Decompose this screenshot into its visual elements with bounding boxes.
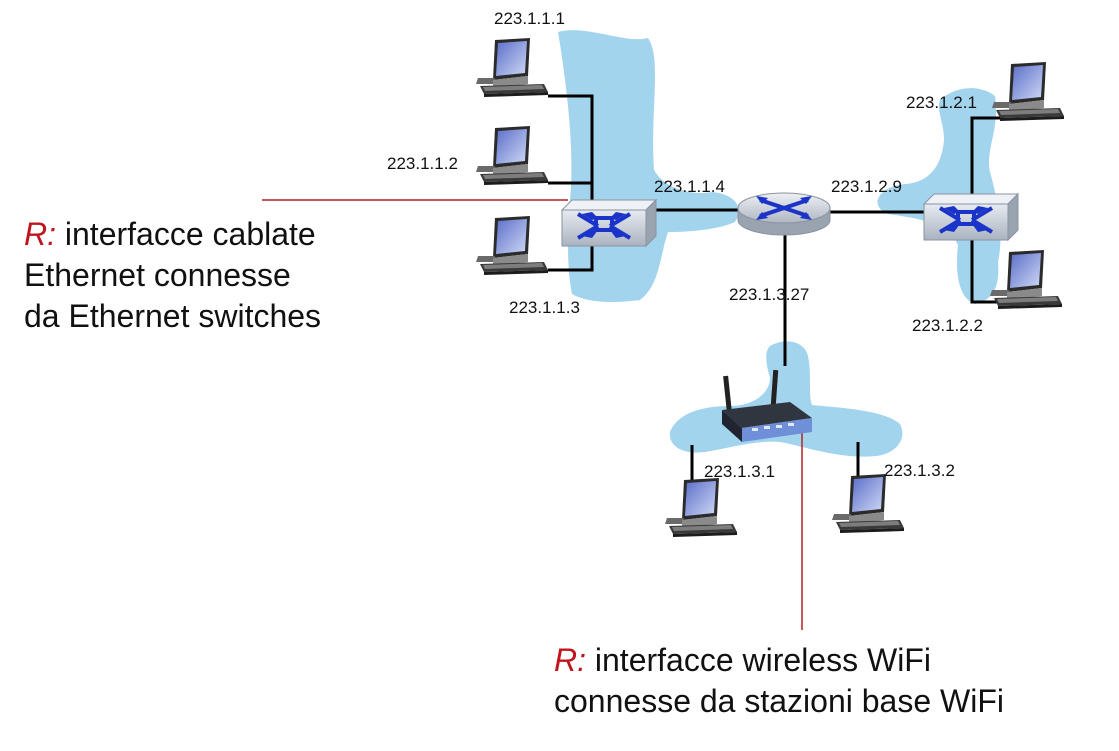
link-host-223-1-2-1 [970,116,1004,200]
desktop-computer-icon [476,126,548,185]
host-address-label: 223.1.1.2 [387,154,458,173]
wired-annotation-line2: Ethernet connesse [24,257,291,293]
wireless-annotation: R: interfacce wireless WiFi connesse da … [554,640,1004,722]
desktop-computer-icon [990,250,1062,309]
desktop-computer-icon [476,38,548,97]
desktop-computer-icon [992,62,1064,121]
ethernet-switch-icon [560,198,658,248]
ethernet-switch-icon [922,192,1020,242]
wired-annotation: R: interfacce cablate Ethernet connesse … [24,214,321,337]
annotation-text: interfacce wireless WiFi [594,642,931,678]
wireless-annotation-line1: R: interfacce wireless WiFi [554,640,1004,681]
annotation-prefix: R: [24,216,56,252]
host-address-label: 223.1.3.1 [704,462,775,481]
link-host-223-1-1-3 [548,246,594,272]
host-address-label: 223.1.1.1 [494,9,565,28]
host-address-label: 223.1.2.2 [912,316,983,335]
host-address-label: 223.1.2.1 [906,93,977,112]
wifi-base-station-icon [722,369,812,442]
wired-annotation-line1: R: interfacce cablate [24,214,321,255]
wired-annotation-line3: da Ethernet switches [24,298,322,334]
router-interface-label: 223.1.2.9 [831,177,902,196]
wireless-annotation-line2: connesse da stazioni base WiFi [554,683,1004,719]
router-interface-label: 223.1.3.27 [729,285,809,304]
annotation-prefix: R: [554,642,586,678]
host-address-label: 223.1.3.2 [884,461,955,480]
links [548,94,1004,482]
desktop-computer-icon [476,216,548,275]
link-host-223-1-2-2 [970,238,1004,304]
host-address-label: 223.1.1.3 [509,298,580,317]
link-host-223-1-1-1 [548,94,594,210]
router-interface-label: 223.1.1.4 [654,177,725,196]
desktop-computer-icon [665,478,737,537]
annotation-text: interfacce cablate [64,216,316,252]
subnet-223-1-1-area [558,30,739,302]
router-icon [737,192,831,236]
desktop-computer-icon [832,474,904,533]
